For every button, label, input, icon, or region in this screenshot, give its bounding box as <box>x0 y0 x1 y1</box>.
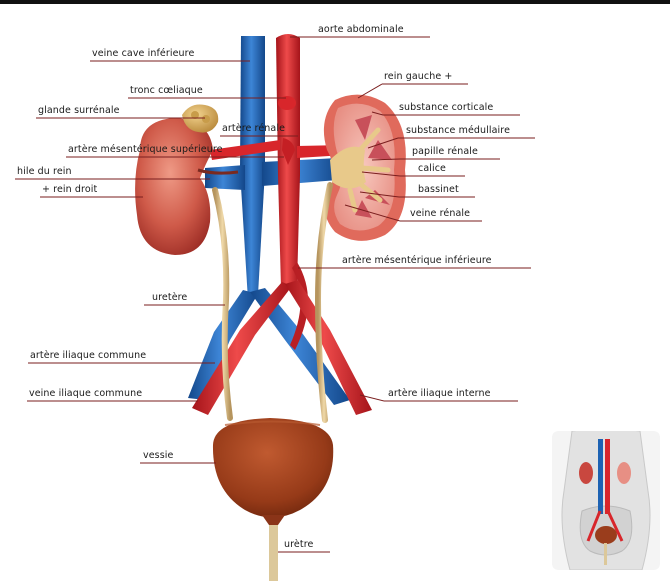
label-calice: calice <box>418 163 446 174</box>
bladder <box>212 418 334 581</box>
label-glande-surrenale: glande surrénale <box>38 105 120 116</box>
label-uretre: urètre <box>284 539 314 550</box>
label-veine-cave-inferieure: veine cave inférieure <box>92 48 195 59</box>
label-bassinet: bassinet <box>418 184 459 195</box>
left-kidney-section <box>323 94 406 241</box>
label-papille-renale: papille rénale <box>412 146 478 157</box>
urethra <box>269 518 278 581</box>
label-rein-droit: + rein droit <box>42 184 98 195</box>
label-veine-iliaque-commune: veine iliaque commune <box>29 388 143 399</box>
top-border <box>0 0 670 4</box>
label-vessie: vessie <box>143 450 174 461</box>
label-substance-medullaire: substance médullaire <box>406 125 511 136</box>
label-uretere: uretère <box>152 292 188 303</box>
label-substance-corticale: substance corticale <box>399 102 494 113</box>
label-artere-mesenterique-inferieure: artère mésentérique inférieure <box>342 255 492 266</box>
label-rein-gauche: rein gauche + <box>384 71 453 82</box>
label-artere-mesenterique-superieure: artère mésentérique supérieure <box>68 144 223 155</box>
label-artere-iliaque-interne: artère iliaque interne <box>388 388 491 399</box>
label-hile-du-rein: hile du rein <box>17 166 72 177</box>
leader-lines <box>15 36 535 553</box>
label-artere-renale: artère rénale <box>222 123 286 134</box>
ureters <box>212 182 333 423</box>
label-veine-renale: veine rénale <box>410 208 471 219</box>
label-artere-iliaque-commune: artère iliaque commune <box>30 350 147 361</box>
body-location-inset <box>552 431 660 570</box>
label-tronc-coeliaque: tronc cœliaque <box>130 85 203 96</box>
right-kidney <box>135 118 239 255</box>
label-aorte-abdominale: aorte abdominale <box>318 24 404 35</box>
